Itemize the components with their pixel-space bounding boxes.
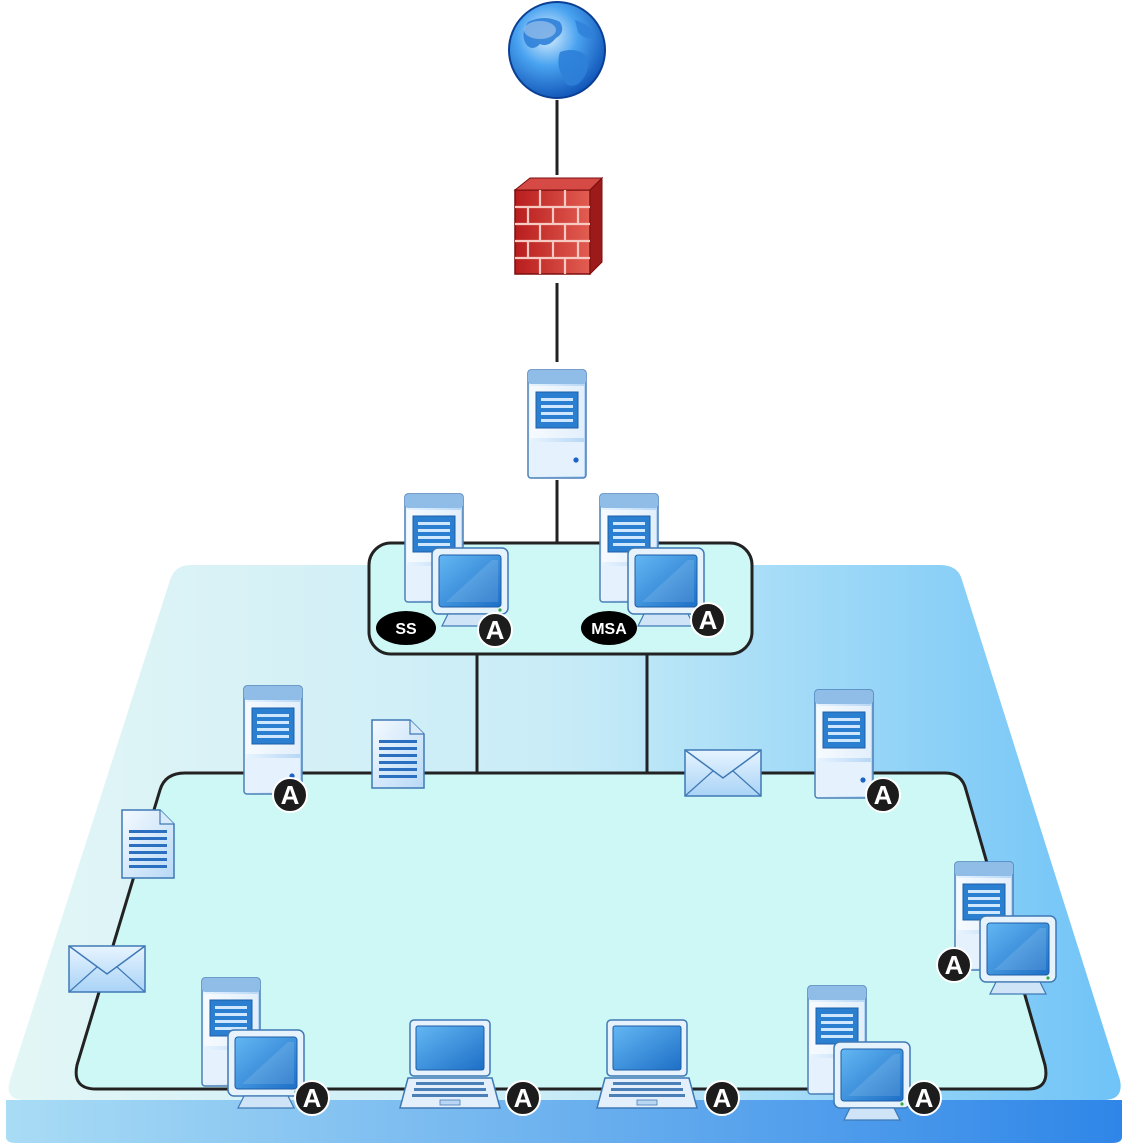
laptop-icon	[399, 1019, 501, 1109]
envelope-icon	[68, 945, 146, 993]
envelope-icon	[684, 749, 762, 797]
firewall-icon	[513, 176, 604, 276]
agent-badge-text: A	[915, 1083, 934, 1113]
agent-badge-text: A	[514, 1083, 533, 1113]
server-icon	[814, 689, 874, 799]
msa-label-text: MSA	[591, 621, 627, 638]
agent-badge: A	[294, 1080, 330, 1116]
agent-badge-text: A	[699, 605, 718, 635]
agent-badge: A	[704, 1080, 740, 1116]
agent-badge: A	[936, 947, 972, 983]
monitor-icon	[227, 1029, 305, 1109]
ss-label: SS	[376, 611, 436, 645]
agent-badge-text: A	[945, 950, 964, 980]
agent-badge: A	[690, 602, 726, 638]
agent-badge-text: A	[281, 780, 300, 810]
agent-badge-text: A	[713, 1083, 732, 1113]
agent-badge: A	[505, 1080, 541, 1116]
network-ring	[74, 771, 1048, 1091]
document-icon	[371, 719, 425, 789]
globe-icon	[508, 1, 606, 99]
agent-badge: A	[272, 777, 308, 813]
agent-badge-text: A	[303, 1083, 322, 1113]
agent-badge: A	[865, 777, 901, 813]
platform-edge	[6, 1100, 1122, 1143]
agent-badge-text: A	[486, 615, 505, 645]
monitor-icon	[833, 1041, 911, 1121]
ss-label-text: SS	[395, 621, 417, 638]
document-icon	[121, 809, 175, 879]
agent-badge: A	[906, 1080, 942, 1116]
monitor-icon	[979, 915, 1057, 995]
msa-label: MSA	[581, 611, 637, 645]
agent-badge: A	[477, 612, 513, 648]
gateway-server-icon	[527, 369, 587, 479]
laptop-icon	[596, 1019, 698, 1109]
agent-badge-text: A	[874, 780, 893, 810]
